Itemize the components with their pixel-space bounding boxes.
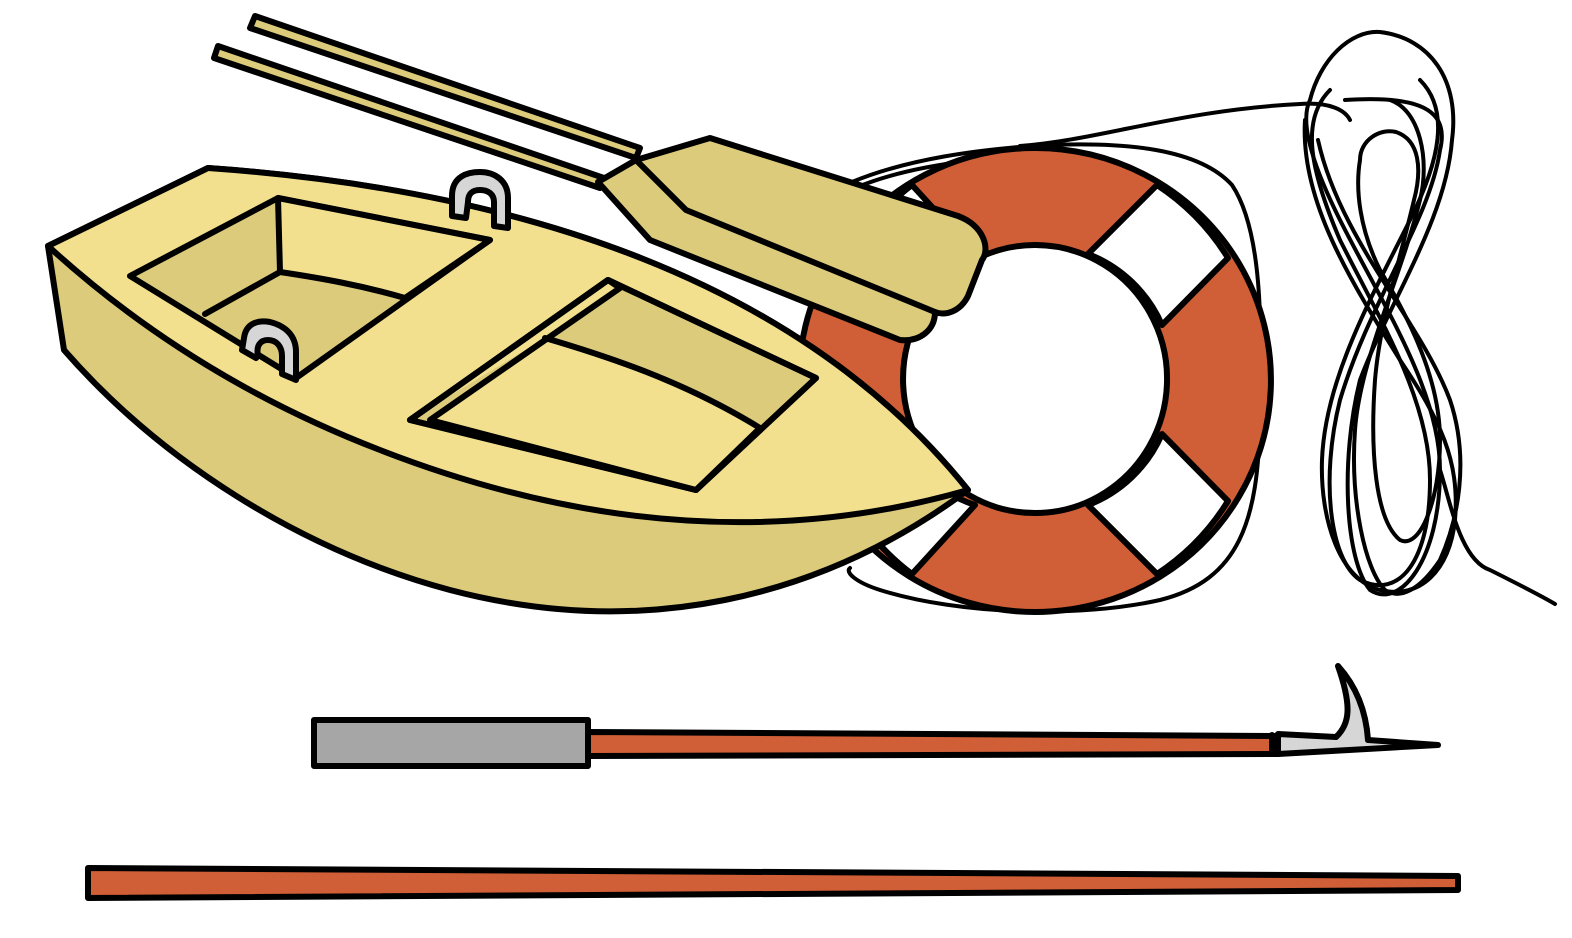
oarlock-front xyxy=(239,318,299,383)
pole-icon xyxy=(85,865,1461,901)
coiled-rope-icon xyxy=(1018,29,1557,606)
rope-loop-3 xyxy=(1356,129,1442,544)
lifebuoy-band-bottom-right xyxy=(1085,431,1231,577)
rowboat-stern-seat-edge xyxy=(202,269,283,317)
rowboat-stern-seat-inner xyxy=(275,195,493,301)
lifebuoy-band-top-right xyxy=(1085,182,1231,328)
rope-loop-4 xyxy=(1302,78,1458,594)
rope-tail-left xyxy=(1018,101,1352,148)
rowboat-icon xyxy=(45,165,971,615)
oar-blade-ridge xyxy=(633,157,938,315)
oar-blade xyxy=(595,135,989,344)
oarlock-icon xyxy=(239,169,511,383)
rope-loop-2 xyxy=(1304,29,1456,597)
rope-tail-right xyxy=(1438,468,1557,606)
boat-hook-grip xyxy=(311,717,591,769)
boat-hook-shaft xyxy=(585,729,1281,759)
rope-loop-5 xyxy=(1316,98,1463,596)
pole-body xyxy=(85,865,1461,901)
boat-hook-icon xyxy=(311,663,1441,769)
oarlock-rear xyxy=(449,169,511,231)
rowboat-bow-seat-trim xyxy=(407,277,819,493)
oar-icon xyxy=(211,13,989,344)
boat-hook-tip xyxy=(1275,663,1441,757)
